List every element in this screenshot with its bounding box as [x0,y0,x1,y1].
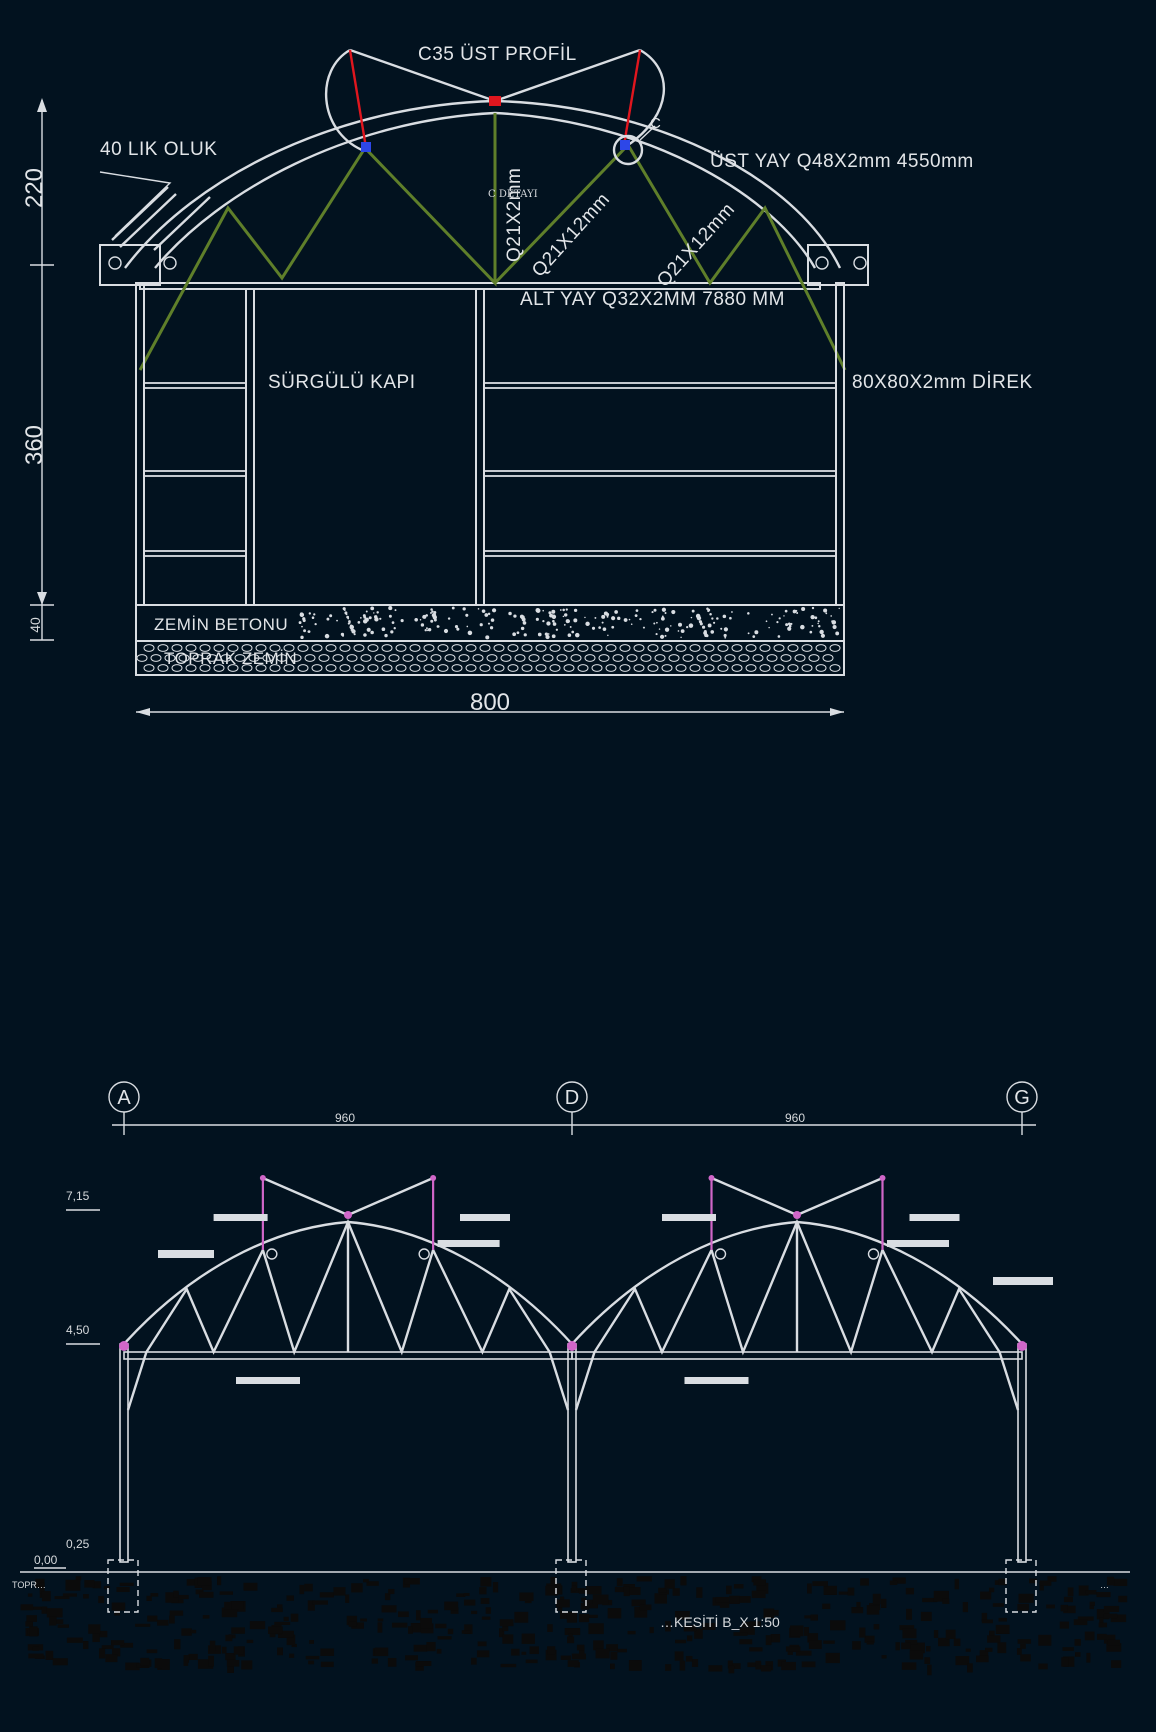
eave-node-2 [1017,1341,1027,1351]
label-plate [236,1377,300,1384]
dim-roof-height: 220 [21,168,48,208]
label-plate [460,1214,510,1221]
axis-label-d: D [565,1087,579,1109]
brace-left [574,1351,596,1411]
bottom-section: A D G 960 960 7,15 4,50 0,25 0,00 [12,1081,1130,1676]
label-post: 80X80X2mm DİREK [852,372,1033,393]
label-detail-note: C DETAYI [488,189,538,200]
top-profile-right [347,1176,434,1217]
ground-band: TOPR… … …KESİTİ B_X 1:50 [12,1559,1130,1676]
vertical-dimension: 220 360 40 [21,98,54,641]
floor [135,604,845,676]
top-profile-left [711,1176,798,1217]
top-node-right [430,1175,437,1181]
detail-c-circle [612,134,644,166]
top-node-left [708,1175,715,1181]
label-center-member: Q21X2mm [504,168,525,262]
span-2 [571,1175,1023,1411]
ridge-node [344,1211,352,1219]
level-ridge: 7,15 [66,1189,100,1211]
span-label-1: 960 [335,1111,355,1125]
label-soil: TOPRAK ZEMİN [164,649,297,668]
axis-label-a: A [117,1087,131,1109]
top-node-left [259,1175,266,1181]
label-sliding-door: SÜRGÜLÜ KAPI [268,372,415,393]
level-ground: 0,00 [34,1553,66,1569]
dim-width: 800 [470,689,510,716]
label-lower-arch: ALT YAY Q32X2MM 7880 MM [520,289,785,310]
level-ridge-label: 7,15 [66,1189,90,1203]
clip [867,1248,880,1260]
gutter-right [807,244,869,286]
label-floor-concrete: ZEMİN BETONU [154,615,288,634]
gutter-left [99,186,211,286]
span-1 [123,1175,573,1411]
dim-floor-depth: 40 [27,617,43,633]
top-section: 220 360 40 [21,44,1033,716]
span-label-2: 960 [785,1111,805,1125]
level-plinth-label: 0,25 [66,1537,90,1551]
label-plate [437,1240,500,1247]
dim-wall-height: 360 [21,425,48,465]
top-profile-left [262,1176,349,1217]
label-plate [158,1250,214,1258]
double-span-frame [119,1175,1053,1563]
label-upper-arch: ÜST YAY Q48X2mm 4550mm [710,151,974,172]
label-plate [887,1240,949,1247]
ridge-node [793,1211,801,1219]
eave-node-0 [119,1341,129,1351]
red-ties [348,49,642,152]
brace-right [548,1351,570,1411]
label-plate [909,1214,960,1221]
width-dimension: 800 [136,689,844,716]
level-plinth: 0,25 [66,1537,90,1551]
section-caption: …KESİTİ B_X 1:50 [660,1613,780,1630]
level-eave: 4,50 [66,1323,100,1345]
label-plate [684,1377,749,1384]
eave-node-1 [567,1341,577,1351]
top-profile-right [796,1176,883,1217]
label-plate [662,1214,716,1221]
label-plate [993,1277,1053,1285]
detail-c-marker: C [650,115,661,132]
level-eave-label: 4,50 [66,1323,90,1337]
clip [714,1248,727,1260]
level-ground-label: 0,00 [34,1553,58,1567]
brace-left [126,1351,148,1411]
top-node-right [879,1175,886,1181]
label-gutter: 40 LIK OLUK [100,139,217,160]
label-plate [213,1214,268,1221]
label-top-profile: C35 ÜST PROFİL [418,44,577,65]
clip [418,1248,430,1260]
brace-right [998,1351,1020,1411]
truss-diagonals [138,113,847,371]
axis-label-g: G [1014,1087,1030,1109]
clip [266,1248,278,1260]
ground-note-left: TOPR… [12,1580,46,1590]
ground-note-right: … [1100,1580,1109,1590]
